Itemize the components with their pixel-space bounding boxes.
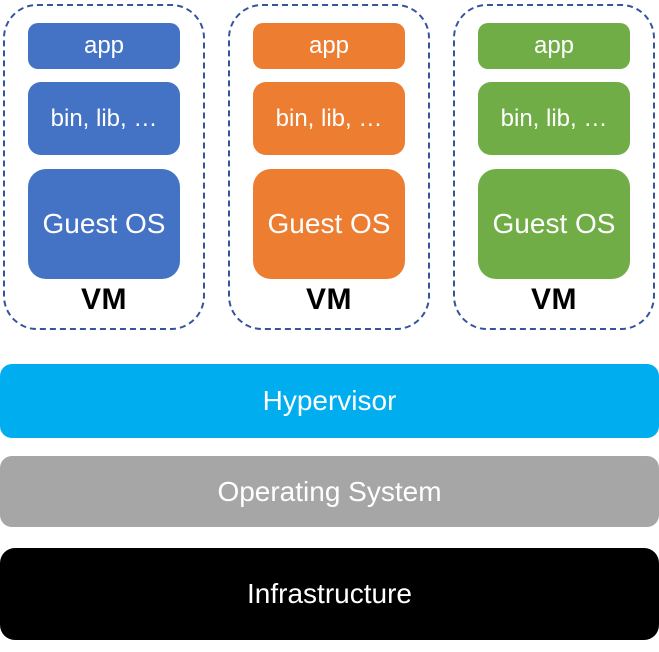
- bin-lib-box: bin, lib, …: [28, 82, 180, 155]
- vm-container-1: app bin, lib, … Guest OS VM: [3, 4, 205, 330]
- guest-os-box: Guest OS: [28, 169, 180, 279]
- hypervisor-layer: Hypervisor: [0, 364, 659, 438]
- bin-lib-box: bin, lib, …: [478, 82, 630, 155]
- vm-container-3: app bin, lib, … Guest OS VM: [453, 4, 655, 330]
- vm-label: VM: [81, 282, 127, 316]
- app-box: app: [478, 23, 630, 69]
- app-box: app: [28, 23, 180, 69]
- app-box: app: [253, 23, 405, 69]
- guest-os-box: Guest OS: [478, 169, 630, 279]
- guest-os-box: Guest OS: [253, 169, 405, 279]
- infrastructure-layer: Infrastructure: [0, 548, 659, 640]
- vm-container-2: app bin, lib, … Guest OS VM: [228, 4, 430, 330]
- vm-label: VM: [531, 282, 577, 316]
- vm-label: VM: [306, 282, 352, 316]
- operating-system-layer: Operating System: [0, 456, 659, 527]
- bin-lib-box: bin, lib, …: [253, 82, 405, 155]
- vm-row: app bin, lib, … Guest OS VM app bin, lib…: [3, 4, 655, 330]
